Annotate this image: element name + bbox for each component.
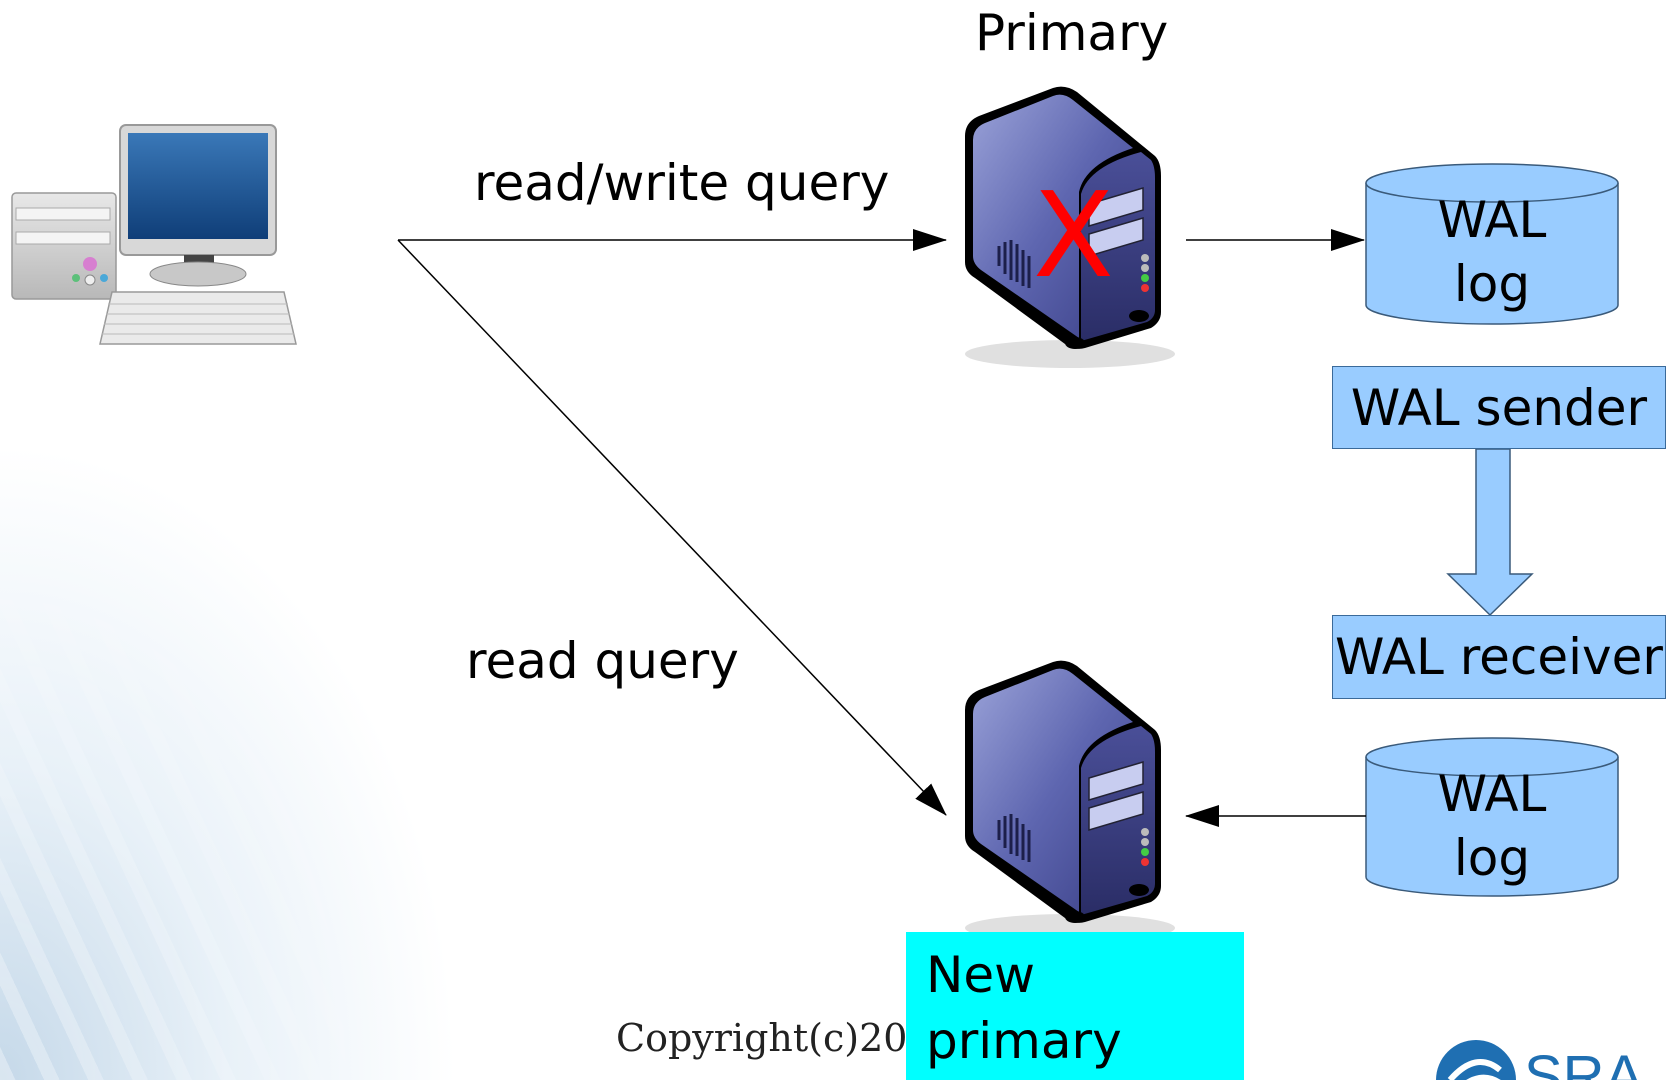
copyright-text: Copyright(c)201 bbox=[616, 1016, 932, 1060]
primary-label: Primary bbox=[975, 4, 1169, 62]
server-tower-icon bbox=[965, 660, 1175, 942]
replication-arrow bbox=[1446, 448, 1534, 617]
company-logo: SRA bbox=[1436, 1040, 1644, 1080]
new-primary-label: New primary bbox=[906, 932, 1244, 1080]
read-query-arrow bbox=[397, 239, 947, 816]
wal-log-cylinder-top bbox=[1365, 163, 1619, 325]
server-tower-icon bbox=[965, 86, 1175, 368]
read-write-query-label: read/write query bbox=[474, 154, 890, 212]
failed-mark: X bbox=[1033, 166, 1114, 304]
wal-log-bottom-label: WAL log bbox=[1437, 765, 1547, 887]
read-query-label: read query bbox=[466, 632, 739, 690]
desktop-computer-icon bbox=[11, 124, 297, 345]
logo-text: SRA bbox=[1524, 1044, 1644, 1080]
wal-sender-box: WAL sender bbox=[1332, 366, 1666, 449]
wal-log-cylinder-bottom bbox=[1365, 737, 1619, 897]
background-decoration bbox=[0, 440, 460, 1080]
wal-receiver-box: WAL receiver bbox=[1332, 615, 1666, 699]
wal-log-top-label: WAL log bbox=[1437, 191, 1547, 313]
